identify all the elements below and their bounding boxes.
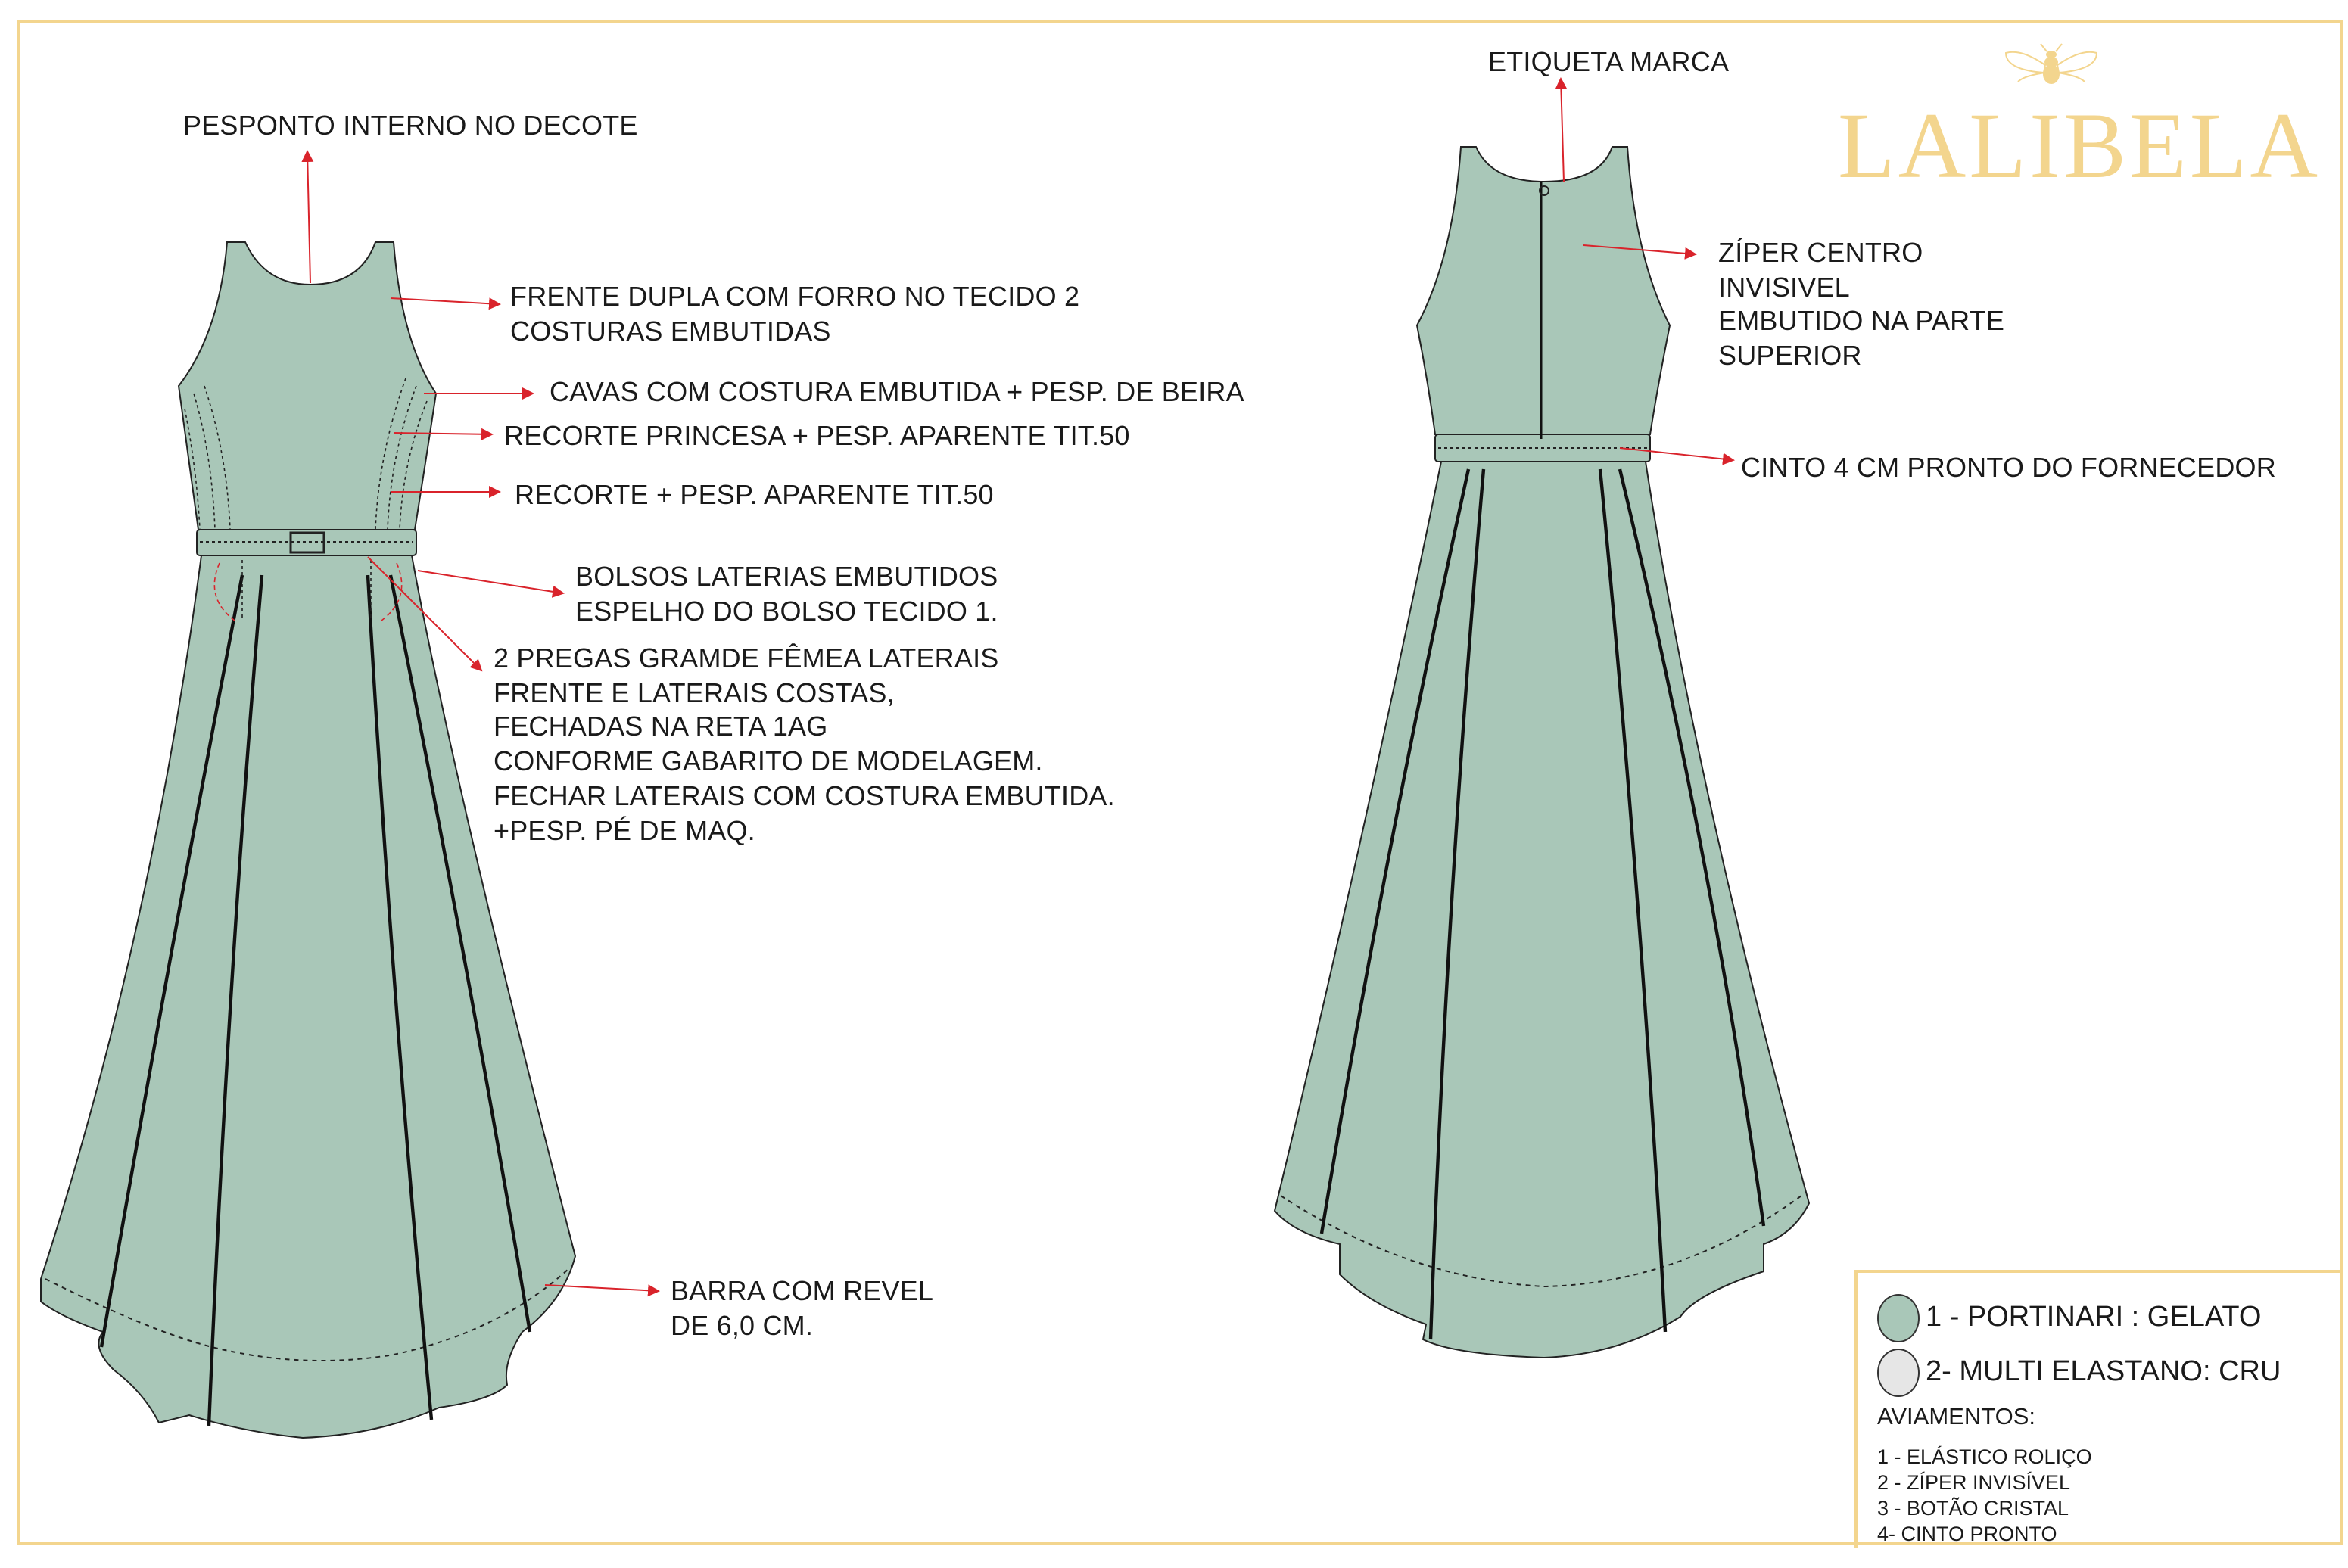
- back-hem-stitch: [1280, 1195, 1802, 1288]
- note-belt: CINTO 4 CM PRONTO DO FORNECEDOR: [1741, 451, 2276, 485]
- back-dress: [1273, 146, 1811, 1359]
- note-line: FECHADAS NA RETA 1AG: [494, 711, 828, 742]
- fabric-label: 2- MULTI ELASTANO: CRU: [1926, 1356, 2281, 1388]
- fabric-label: 1 - PORTINARI : GELATO: [1926, 1302, 2262, 1333]
- trim-item: 2 - ZÍPER INVISÍVEL: [1877, 1471, 2071, 1494]
- princess-topstitch: [184, 378, 428, 621]
- note-line: SUPERIOR: [1718, 341, 1862, 372]
- fabric-swatch-cru: [1877, 1349, 1920, 1397]
- note-hem: BARRA COM REVEL DE 6,0 CM.: [671, 1274, 933, 1343]
- note-line: BARRA COM REVEL: [671, 1276, 934, 1306]
- note-line: COSTURAS EMBUTIDAS: [510, 316, 831, 347]
- trims-title: AVIAMENTOS:: [1877, 1405, 2036, 1430]
- callout-arrows: [301, 77, 1735, 1297]
- note-front: FRENTE DUPLA COM FORRO NO TECIDO 2 COSTU…: [510, 280, 1079, 349]
- fabric-1: 1 - PORTINARI : GELATO: [1877, 1294, 2261, 1342]
- pleat-seams: [99, 574, 532, 1426]
- zipper-pull: [1539, 185, 1549, 196]
- note-princess-seam: RECORTE PRINCESA + PESP. APARENTE TIT.50: [504, 419, 1130, 453]
- fabric-swatch-gelato: [1877, 1294, 1920, 1342]
- trim-item: 3 - BOTÃO CRISTAL: [1877, 1497, 2069, 1520]
- back-bodice: [1415, 146, 1671, 435]
- note-side-seam: RECORTE + PESP. APARENTE TIT.50: [515, 478, 994, 512]
- note-line: 2 PREGAS GRAMDE FÊMEA LATERAIS: [494, 643, 999, 674]
- pocket-openings: [213, 562, 403, 621]
- note-line: RECORTE PRINCESA + PESP. APARENTE TIT.50: [504, 421, 1130, 451]
- front-bodice: [177, 241, 438, 530]
- belt-buckle: [289, 531, 325, 554]
- back-skirt: [1273, 461, 1811, 1359]
- materials-legend: 1 - PORTINARI : GELATO 2- MULTI ELASTANO…: [1854, 1270, 2343, 1548]
- note-line: DE 6,0 CM.: [671, 1310, 814, 1341]
- note-zipper: ZÍPER CENTRO INVISIVEL EMBUTIDO NA PARTE…: [1718, 236, 2004, 374]
- note-line: ZÍPER CENTRO: [1718, 238, 1923, 268]
- bee-icon: [2004, 43, 2098, 84]
- note-line: PESPONTO INTERNO NO DECOTE: [183, 110, 638, 141]
- note-line: CINTO 4 CM PRONTO DO FORNECEDOR: [1741, 453, 2276, 483]
- note-line: CAVAS COM COSTURA EMBUTIDA + PESP. DE BE…: [550, 377, 1244, 407]
- note-line: INVISIVEL: [1718, 272, 1850, 303]
- front-belt: [196, 529, 417, 556]
- note-line: FRENTE E LATERAIS COSTAS,: [494, 677, 895, 708]
- note-neckline: PESPONTO INTERNO NO DECOTE: [183, 109, 638, 143]
- note-line: CONFORME GABARITO DE MODELAGEM.: [494, 746, 1043, 777]
- page-border: [17, 20, 2343, 1545]
- note-line: +PESP. PÉ DE MAQ.: [494, 815, 755, 846]
- note-pockets: BOLSOS LATERIAS EMBUTIDOS ESPELHO DO BOL…: [575, 560, 998, 629]
- trim-item: 1 - ELÁSTICO ROLIÇO: [1877, 1445, 2092, 1468]
- trims-list: 1 - ELÁSTICO ROLIÇO 2 - ZÍPER INVISÍVEL …: [1877, 1444, 2092, 1547]
- fabric-2: 2- MULTI ELASTANO: CRU: [1877, 1349, 2281, 1397]
- note-line: FRENTE DUPLA COM FORRO NO TECIDO 2: [510, 282, 1080, 312]
- trim-item: 4- CINTO PRONTO: [1877, 1523, 2057, 1545]
- front-dress: [40, 241, 577, 1439]
- note-line: FECHAR LATERAIS COM COSTURA EMBUTIDA.: [494, 780, 1115, 811]
- note-pleats: 2 PREGAS GRAMDE FÊMEA LATERAIS FRENTE E …: [494, 642, 1115, 848]
- note-line: ESPELHO DO BOLSO TECIDO 1.: [575, 596, 998, 627]
- note-line: EMBUTIDO NA PARTE: [1718, 306, 2005, 337]
- front-skirt: [40, 555, 577, 1439]
- note-armholes: CAVAS COM COSTURA EMBUTIDA + PESP. DE BE…: [550, 375, 1244, 409]
- note-line: BOLSOS LATERIAS EMBUTIDOS: [575, 562, 998, 592]
- note-line: ETIQUETA MARCA: [1488, 47, 1730, 77]
- note-brand-label: ETIQUETA MARCA: [1488, 45, 1729, 79]
- brand-logo: LALIBELA: [1838, 95, 2322, 198]
- note-line: RECORTE + PESP. APARENTE TIT.50: [515, 480, 994, 510]
